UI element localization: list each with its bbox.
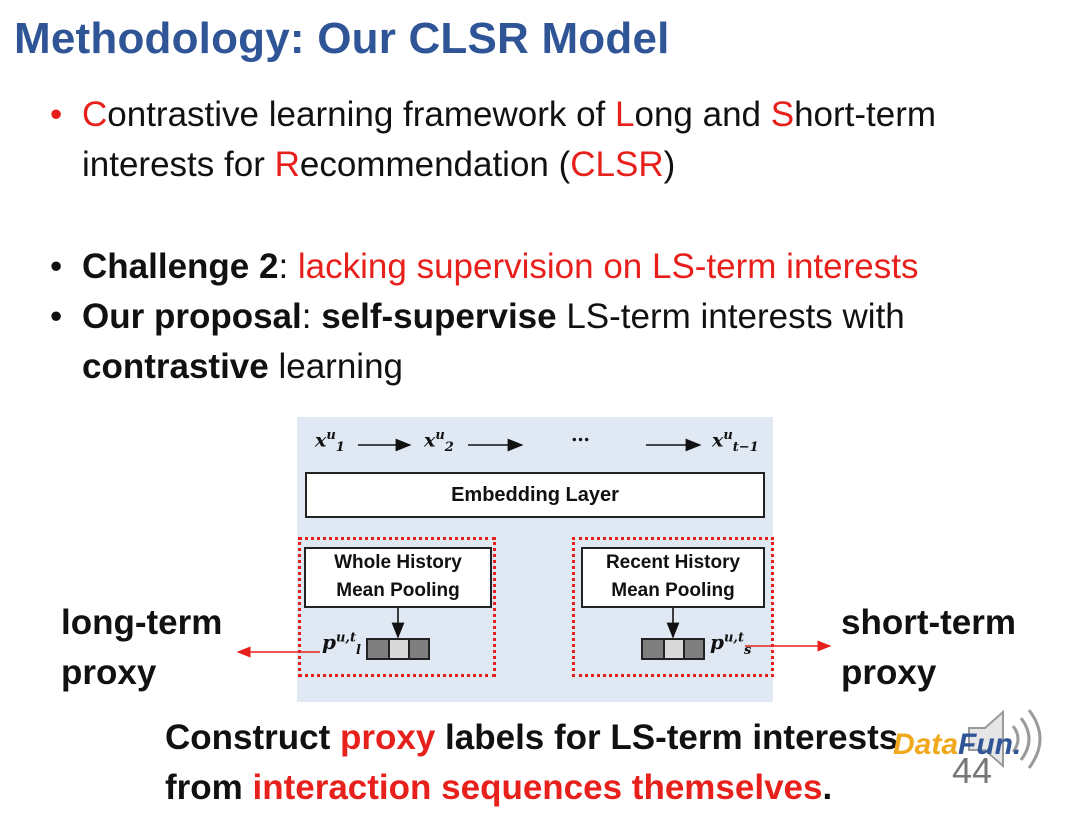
slide-title: Methodology: Our CLSR Model [14, 14, 670, 63]
datafun-logo: DataFun. [893, 728, 1022, 761]
page-number: 44 [952, 750, 993, 791]
conclusion-line-1: Construct proxy labels for LS-term inter… [165, 718, 899, 757]
conclusion-line-2: from interaction sequences themselves. [165, 768, 833, 807]
bullet-line-2: interests for Recommendation (CLSR) [82, 145, 676, 184]
short-term-dotted-box [572, 537, 774, 677]
long-term-dotted-box [298, 537, 496, 677]
sequence-ellipsis: … [571, 424, 590, 446]
embedding-layer: Embedding Layer [305, 472, 765, 518]
bullet-line-2: contrastive learning [82, 347, 404, 386]
short-term-proxy-symbol: pu,ts [710, 630, 752, 658]
item-x1: xu1 [315, 428, 345, 456]
long-term-vector [366, 638, 430, 660]
short-term-vector [641, 638, 705, 660]
bullet-marker: • [50, 247, 63, 286]
bullet-line-1: Our proposal: self-supervise LS-term int… [82, 297, 905, 336]
bullet-marker: • [50, 95, 63, 134]
bullet-line-1: Contrastive learning framework of Long a… [82, 95, 937, 134]
item-x2: xu2 [424, 428, 454, 456]
bullet-marker: • [50, 297, 63, 336]
item-xt: xut−1 [712, 428, 759, 456]
speaker-icon[interactable] [963, 700, 1049, 780]
long-term-proxy-symbol: pu,tl [322, 630, 361, 658]
bullet-text: Challenge 2: lacking supervision on LS-t… [82, 247, 919, 286]
